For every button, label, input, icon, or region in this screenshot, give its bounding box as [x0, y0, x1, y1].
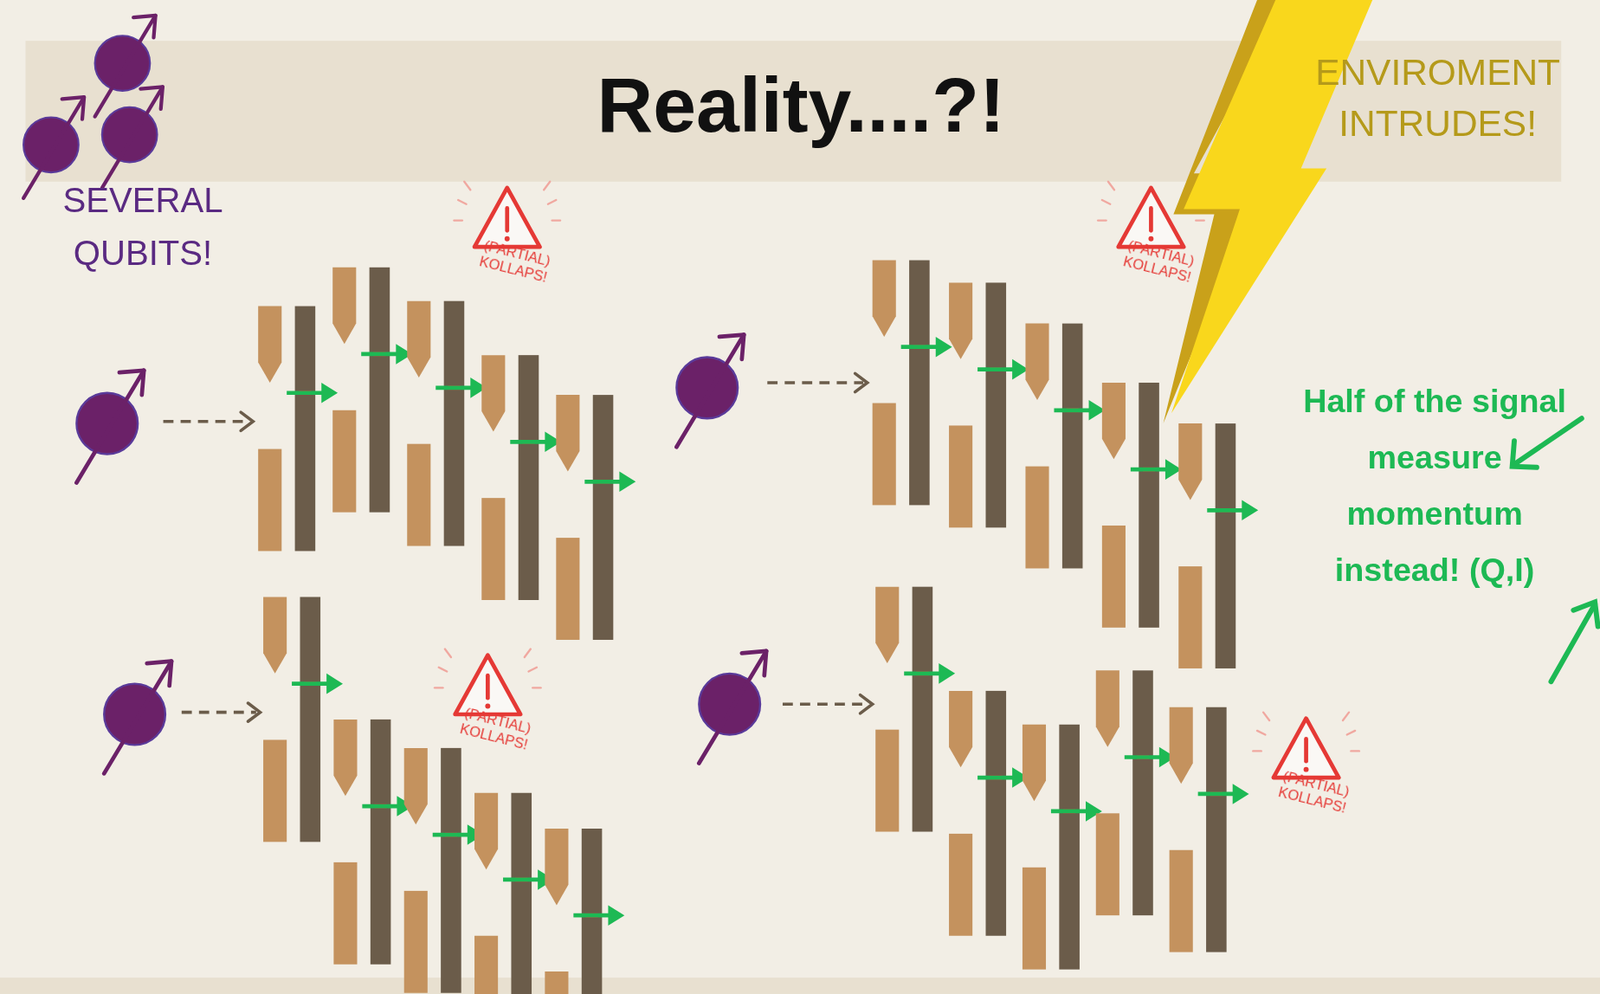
measurement-note: Half of the signal measure momentum inst…: [1287, 373, 1581, 598]
qubit-sequence: [698, 587, 1249, 970]
environment-label: ENVIROMENT INTRUDES!: [1283, 46, 1593, 149]
measurement-sequences: [76, 260, 1259, 994]
filter-stage: [1025, 323, 1105, 569]
filter-stage: [948, 690, 1029, 936]
filter-stage: [474, 793, 555, 994]
filter-stage: [333, 719, 413, 965]
footer-band: [0, 977, 1600, 994]
qubit-icon: [76, 370, 144, 484]
filter-stage: [1102, 382, 1182, 628]
filter-stage: [1022, 724, 1103, 970]
filter-stage: [555, 394, 636, 640]
qubit-sequence: [676, 260, 1259, 669]
slide-title: Reality....?!: [393, 58, 1210, 151]
filter-stage: [1096, 670, 1176, 916]
filter-stage: [258, 306, 338, 552]
filter-stage: [872, 260, 953, 506]
filter-stage: [406, 301, 487, 547]
qubit-icon: [103, 661, 172, 775]
qubit-icon: [698, 651, 767, 764]
filter-stage: [544, 828, 625, 994]
dashed-arrow-head: [240, 412, 253, 431]
dashed-arrow-head: [247, 703, 260, 722]
filter-stage: [332, 267, 413, 513]
dashed-arrow: [181, 710, 257, 715]
filter-stage: [948, 282, 1029, 528]
filter-stage: [404, 748, 484, 994]
dashed-arrow: [782, 702, 869, 706]
filter-stage: [875, 587, 955, 833]
qubit-sequence: [76, 267, 636, 640]
filter-stage: [481, 354, 562, 600]
dashed-arrow: [767, 380, 864, 385]
filter-stage: [263, 596, 343, 842]
qubit-sequence: [103, 596, 625, 994]
filter-stage: [1169, 707, 1250, 953]
pointer-arrows: [1512, 418, 1599, 682]
filter-stage: [1178, 423, 1259, 669]
dashed-arrow-head: [860, 695, 873, 714]
dashed-arrow: [163, 419, 250, 424]
dashed-arrow-head: [855, 373, 868, 392]
qubit-icon: [676, 335, 744, 448]
qubit-cluster: [23, 15, 163, 199]
qubits-label: SEVERAL QUBITS!: [22, 173, 264, 280]
